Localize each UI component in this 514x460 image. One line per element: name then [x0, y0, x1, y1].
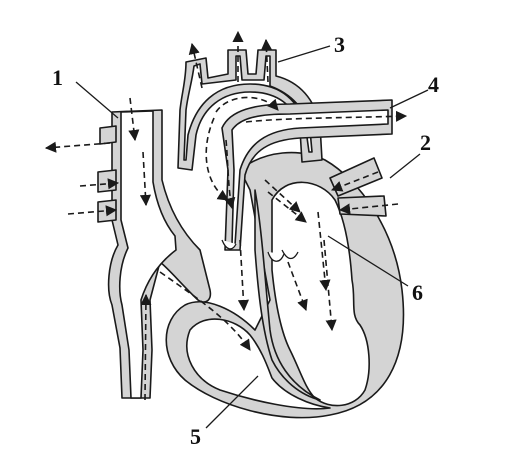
flow-arrow-left-in-1	[79, 178, 120, 190]
label-4: 4	[428, 72, 439, 97]
interventricular-septum	[254, 189, 321, 401]
vena-cava-lumen	[118, 110, 177, 399]
flow-arrow-left-out	[44, 141, 111, 153]
flow-arrow-ra-lv	[159, 271, 251, 351]
flow-arrow-left-in-2	[67, 205, 118, 217]
label-5: 5	[190, 424, 201, 449]
flow-arrow-mid-down	[237, 239, 250, 312]
flow-arrow-lv-1	[317, 211, 331, 292]
valve-1	[221, 239, 237, 250]
pulmonary-artery-lumen	[231, 109, 389, 246]
flow-arrow-pulm-right	[245, 110, 408, 123]
flow-arrow-pulm-down	[224, 139, 236, 210]
flow-arrow-ivc-up	[140, 293, 152, 401]
flow-arrow-la-1	[264, 179, 301, 213]
flow-arrow-lv-3	[287, 261, 308, 312]
flow-arrow-aorta-up-3	[260, 38, 273, 83]
leader-line-4	[389, 89, 429, 109]
valve-2	[267, 251, 285, 262]
label-6: 6	[412, 280, 423, 305]
flow-arrow-arch	[215, 96, 279, 113]
flow-arrow-pv-in-1	[330, 171, 379, 192]
leader-line-6	[327, 235, 409, 287]
pulmonary-vein-lower	[337, 195, 387, 217]
flow-arrow-lv-2	[323, 239, 337, 332]
flow-arrow-la-2	[267, 191, 307, 223]
flow-arrow-aorta-down	[205, 117, 229, 201]
leader-line-1	[75, 81, 119, 119]
left-side-vein-2	[97, 169, 117, 193]
valve-3	[281, 249, 299, 260]
flow-arrow-svc-down	[128, 97, 140, 142]
left-side-vein-1	[99, 125, 117, 145]
leader-line-3	[277, 45, 331, 63]
flow-arrow-aorta-up-1	[188, 42, 203, 89]
label-1: 1	[52, 65, 63, 90]
flow-arrow-svc-down-2	[139, 151, 152, 207]
right-ventricle-cavity	[186, 318, 331, 410]
label-3: 3	[334, 32, 345, 57]
left-ventricle-cavity	[271, 181, 370, 407]
leader-line-2	[389, 153, 421, 179]
aortic-arch-wall	[177, 49, 323, 171]
label-2: 2	[420, 130, 431, 155]
leader-line-5	[205, 375, 259, 429]
